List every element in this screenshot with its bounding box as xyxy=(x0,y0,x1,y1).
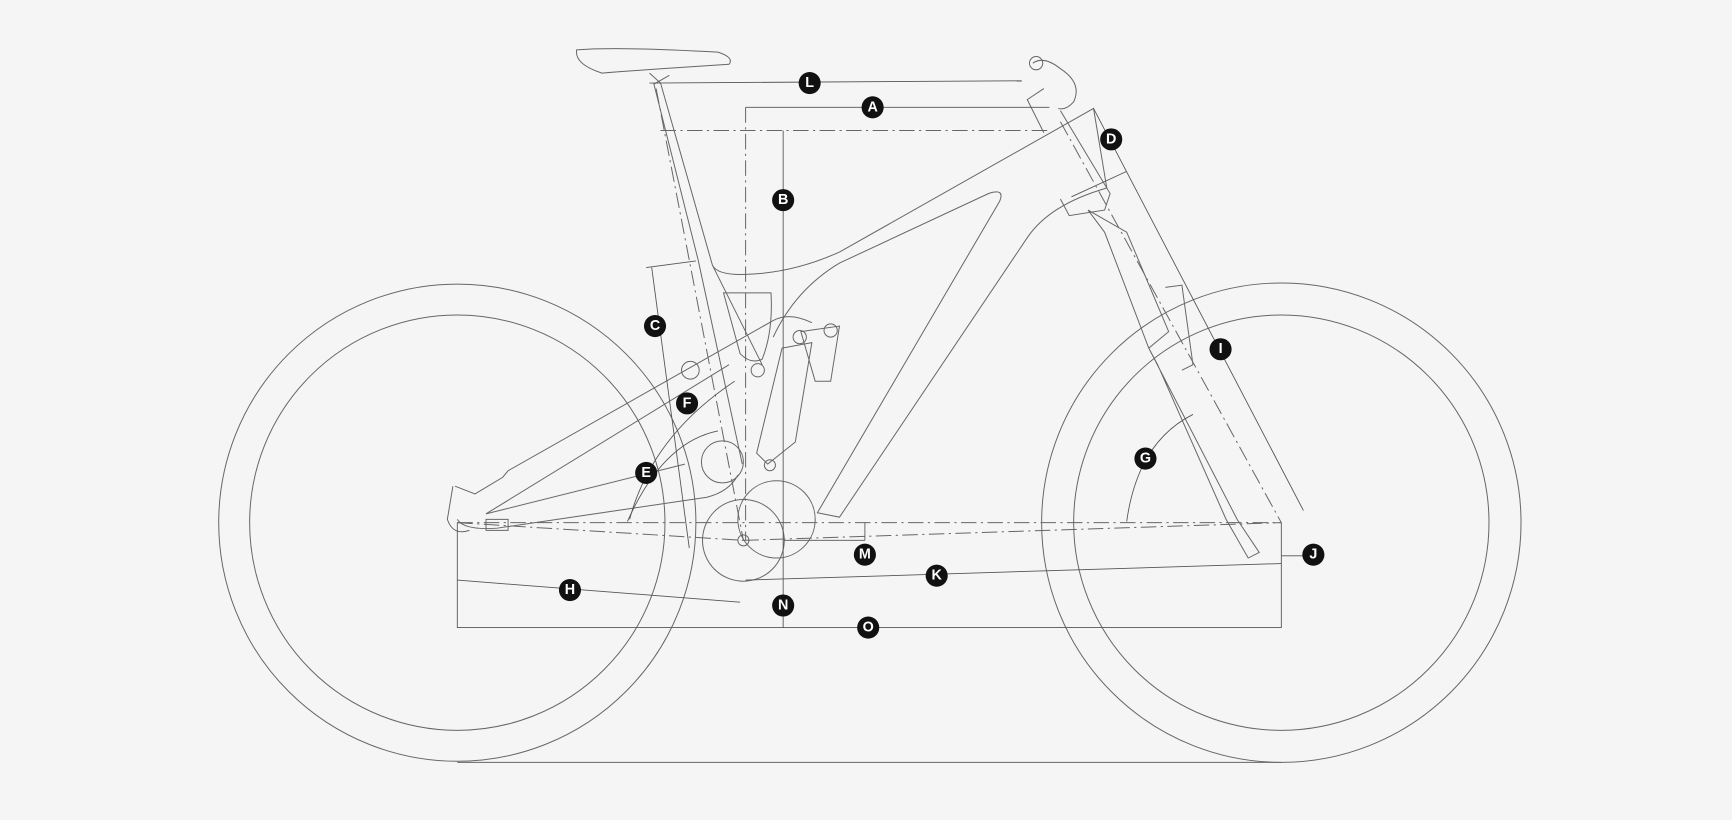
label-d-badge xyxy=(1100,128,1123,151)
label-i: I xyxy=(1209,338,1232,361)
dimension-line-l xyxy=(649,80,1022,84)
motor-housing xyxy=(722,292,772,362)
label-a: A xyxy=(861,96,884,119)
label-k: K xyxy=(925,564,948,587)
label-i-badge xyxy=(1209,338,1232,361)
label-g-badge xyxy=(1134,447,1157,470)
fork xyxy=(1087,209,1260,559)
seatstay xyxy=(454,316,813,515)
label-a-text: A xyxy=(867,99,877,115)
shock xyxy=(756,325,841,465)
label-a-badge xyxy=(861,96,884,119)
label-d: D xyxy=(1100,128,1123,151)
frame xyxy=(446,48,1260,582)
label-n: N xyxy=(772,594,795,617)
shock-reservoir-pivot xyxy=(823,323,838,338)
label-m-badge xyxy=(853,543,876,566)
label-j-text: J xyxy=(1309,547,1317,563)
dimension-line-c xyxy=(646,260,696,549)
label-b: B xyxy=(772,189,795,212)
seatstay-pivot xyxy=(681,360,700,380)
dimension-line-o xyxy=(456,522,1282,629)
label-e: E xyxy=(635,461,658,485)
label-n-badge xyxy=(772,594,795,617)
label-f-badge xyxy=(676,392,699,415)
dimension-arc-f xyxy=(629,380,735,520)
label-g-text: G xyxy=(1140,451,1151,467)
dimension-lines xyxy=(456,80,1304,629)
label-h-text: H xyxy=(565,582,575,598)
label-l-badge xyxy=(798,71,821,95)
label-h: H xyxy=(558,579,582,602)
label-j: J xyxy=(1302,543,1325,566)
linkage-pivot xyxy=(750,363,765,378)
head-tube xyxy=(1059,110,1111,217)
bb-to-front-axle-line xyxy=(743,522,1282,541)
label-o-text: O xyxy=(863,620,874,636)
label-c-text: C xyxy=(650,318,660,334)
handlebar xyxy=(1026,59,1077,133)
saddle xyxy=(576,48,731,74)
shock-upper-pivot xyxy=(792,329,807,345)
label-l-text: L xyxy=(805,75,814,91)
label-m: M xyxy=(853,543,876,566)
label-c: C xyxy=(643,315,667,338)
label-n-text: N xyxy=(778,598,788,614)
motor xyxy=(700,440,744,484)
dimension-arc-e xyxy=(627,430,719,522)
motor-gear xyxy=(737,480,816,559)
shock-lower-pivot xyxy=(763,459,776,472)
label-b-badge xyxy=(772,189,795,212)
label-m-text: M xyxy=(859,547,871,563)
dimension-line-h xyxy=(457,579,741,603)
label-k-text: K xyxy=(932,568,943,584)
top-tube xyxy=(712,107,1108,518)
dimension-labels: L A D B C I F G E M J K H N O xyxy=(558,71,1325,639)
label-o: O xyxy=(857,616,880,639)
label-g: G xyxy=(1134,447,1157,470)
label-k-badge xyxy=(925,564,948,587)
dropout xyxy=(446,486,509,533)
label-j-badge xyxy=(1302,543,1325,566)
label-b-text: B xyxy=(778,192,788,208)
label-o-badge xyxy=(857,616,880,639)
dimension-arc-g xyxy=(1126,414,1194,522)
label-f-text: F xyxy=(683,395,692,411)
label-e-text: E xyxy=(641,465,651,481)
label-f: F xyxy=(676,392,699,415)
seat-tube xyxy=(697,259,763,465)
label-l: L xyxy=(798,71,821,95)
dimension-line-i xyxy=(1093,108,1304,511)
seat-tube-axis-line xyxy=(655,88,744,541)
steering-axis-line xyxy=(1059,121,1282,523)
rear-axle-to-bb-line xyxy=(457,522,744,541)
label-h-badge xyxy=(558,579,582,602)
dimension-line-d xyxy=(1071,171,1127,198)
dimension-line-k xyxy=(745,563,1282,581)
label-c-badge xyxy=(643,315,667,338)
label-e-badge xyxy=(635,461,658,485)
dimension-line-m xyxy=(784,522,866,541)
construction-lines xyxy=(457,88,1282,541)
label-d-text: D xyxy=(1106,131,1116,147)
handlebar-grip xyxy=(1028,56,1044,71)
label-i-text: I xyxy=(1219,341,1223,357)
